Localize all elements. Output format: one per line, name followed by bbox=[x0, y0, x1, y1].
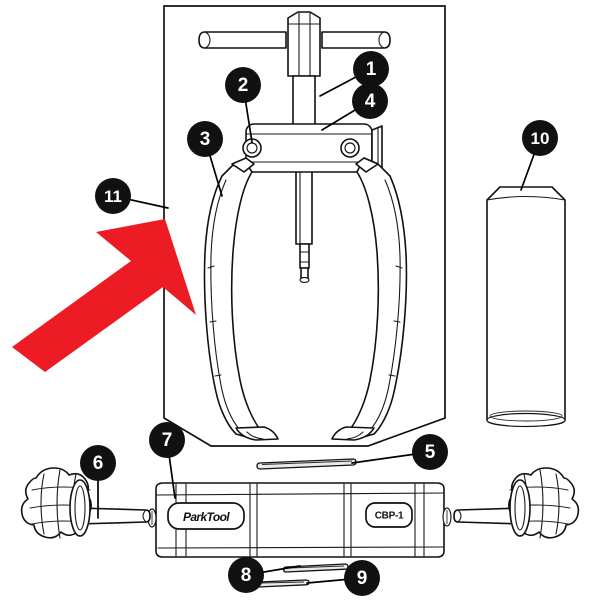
callout-11-assembly-panel[interactable]: 11 bbox=[95, 178, 131, 214]
callout-bullet-circle bbox=[187, 121, 223, 157]
callout-5-long-rod[interactable]: 5 bbox=[412, 434, 448, 470]
callout-9-short-pin[interactable]: 9 bbox=[344, 560, 380, 596]
callout-bullet-circle bbox=[353, 51, 389, 87]
callout-2-yoke-pin-left[interactable]: 2 bbox=[225, 67, 261, 103]
right-jaw-arm bbox=[331, 157, 408, 441]
callout-10-sleeve-tube[interactable]: 10 bbox=[522, 120, 558, 156]
red-highlight-arrow bbox=[12, 219, 196, 372]
bearing-sleeve-tube bbox=[486, 186, 566, 428]
callout-3-left-jaw-arm[interactable]: 3 bbox=[187, 121, 223, 157]
t-handle-bar bbox=[198, 11, 391, 77]
callout-bullet-circle bbox=[225, 67, 261, 103]
brand-label: ParkTool bbox=[183, 510, 230, 524]
callout-bullet-circle bbox=[522, 120, 558, 156]
left-knurled-handle bbox=[20, 467, 151, 539]
callout-bullet-circle bbox=[344, 560, 380, 596]
callout-bullet-label: 5 bbox=[425, 442, 436, 463]
callout-bullet-label: 9 bbox=[357, 568, 368, 589]
callout-bullet-label: 8 bbox=[241, 565, 252, 586]
callout-bullet-label: 6 bbox=[93, 453, 104, 474]
callout-7-storage-case[interactable]: 7 bbox=[149, 422, 185, 458]
right-knurled-handle bbox=[453, 467, 580, 539]
callout-bullet-circle bbox=[352, 83, 388, 119]
short-pin bbox=[254, 579, 310, 588]
callout-bullet-circle bbox=[412, 434, 448, 470]
callout-1-center-screw[interactable]: 1 bbox=[353, 51, 389, 87]
model-label: CBP-1 bbox=[375, 511, 404, 522]
callout-bullet-label: 1 bbox=[366, 59, 377, 80]
left-jaw-arm bbox=[203, 157, 279, 441]
callout-4-crossbar-yoke[interactable]: 4 bbox=[352, 83, 388, 119]
storage-case: ParkTool CBP-1 bbox=[147, 482, 452, 558]
callout-bullet-label: 10 bbox=[531, 129, 550, 148]
callout-6-left-handle-shaft[interactable]: 6 bbox=[80, 445, 116, 481]
long-rod bbox=[256, 458, 357, 470]
brand-badge bbox=[167, 502, 245, 530]
callout-bullet-label: 11 bbox=[104, 187, 122, 206]
callout-bullets: 1 2 3 4 5 6 7 8 9 10 11 bbox=[80, 51, 558, 596]
callout-8-long-pin[interactable]: 8 bbox=[228, 557, 264, 593]
callout-bullet-circle bbox=[228, 557, 264, 593]
callout-bullet-label: 2 bbox=[238, 75, 249, 96]
callout-bullet-label: 7 bbox=[162, 430, 173, 451]
callout-bullet-circle bbox=[95, 178, 131, 214]
callout-bullet-label: 3 bbox=[200, 129, 211, 150]
callout-bullet-circle bbox=[80, 445, 116, 481]
model-badge bbox=[365, 502, 413, 528]
callout-bullet-circle bbox=[149, 422, 185, 458]
long-pin bbox=[282, 563, 349, 573]
callout-bullet-label: 4 bbox=[365, 91, 376, 112]
